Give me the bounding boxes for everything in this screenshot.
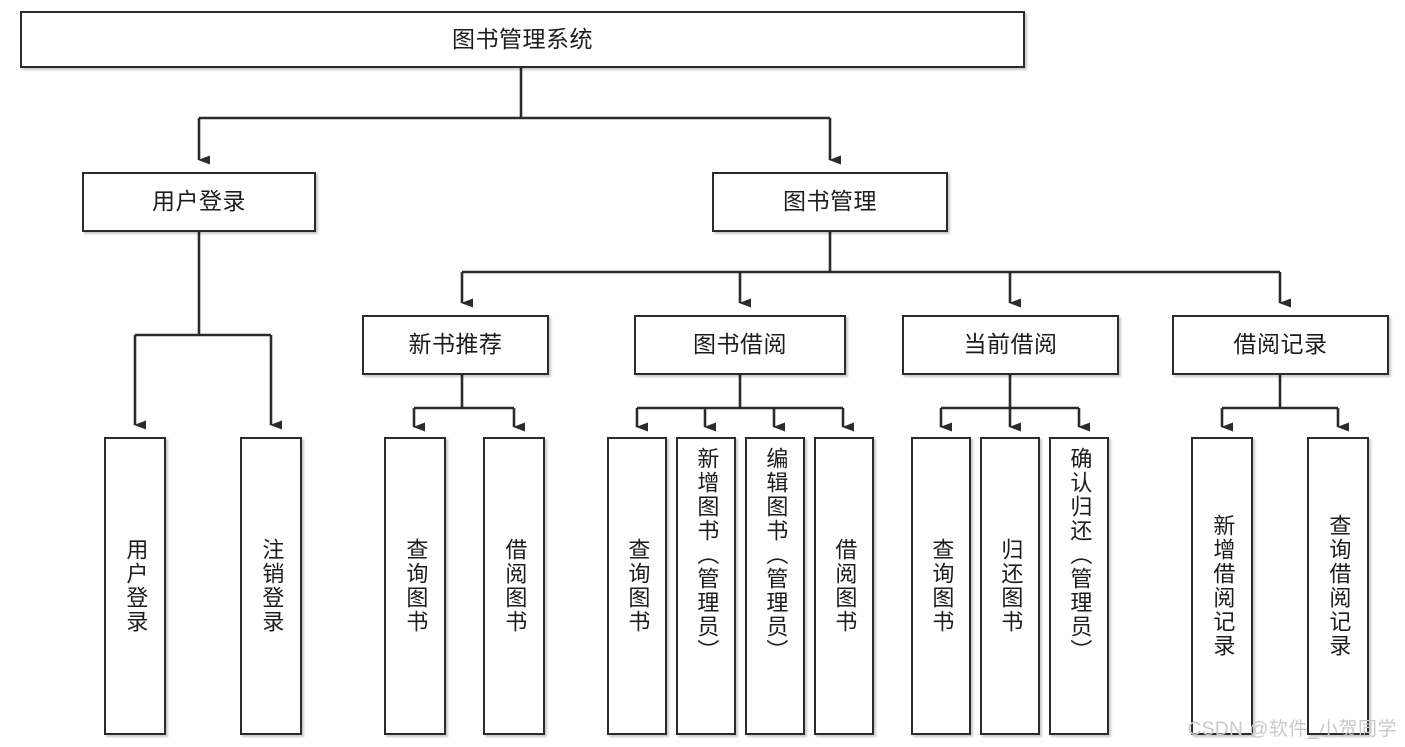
- node-label: 图书管理: [783, 188, 877, 215]
- leaf-query-borrow-record[interactable]: 查询借阅记录: [1307, 437, 1369, 735]
- node-root-system[interactable]: 图书管理系统: [20, 11, 1025, 68]
- leaf-query-book-borrow[interactable]: 查询图书: [607, 437, 667, 735]
- node-label: 当前借阅: [963, 331, 1058, 358]
- node-user-login[interactable]: 用户登录: [82, 172, 316, 232]
- leaf-borrow-book-new[interactable]: 借阅图书: [483, 437, 545, 735]
- node-label: 用户登录: [123, 538, 149, 634]
- node-current-borrow[interactable]: 当前借阅: [902, 315, 1119, 375]
- node-label: 借阅图书: [502, 538, 528, 634]
- node-book-management[interactable]: 图书管理: [712, 172, 948, 232]
- node-label: 归还图书: [998, 538, 1024, 634]
- node-label: 注销登录: [259, 538, 285, 634]
- node-label: 编辑图书（管理员）: [763, 447, 789, 663]
- node-label: 借阅图书: [832, 538, 858, 634]
- node-label: 借阅记录: [1233, 331, 1328, 358]
- node-label: 查询图书: [929, 538, 955, 634]
- leaf-logout[interactable]: 注销登录: [240, 437, 302, 735]
- watermark: CSDN @软件_小贺同学: [1187, 719, 1397, 740]
- node-label: 确认归还（管理员）: [1067, 447, 1093, 663]
- node-borrow-record[interactable]: 借阅记录: [1172, 315, 1389, 375]
- leaf-user-login[interactable]: 用户登录: [104, 437, 166, 735]
- node-new-book-recommend[interactable]: 新书推荐: [362, 315, 549, 375]
- node-label: 新增借阅记录: [1210, 514, 1236, 658]
- node-label: 查询图书: [403, 538, 429, 634]
- leaf-query-book-current[interactable]: 查询图书: [911, 437, 971, 735]
- node-label: 查询图书: [625, 538, 651, 634]
- node-label: 图书借阅: [693, 331, 787, 358]
- leaf-query-book-new[interactable]: 查询图书: [384, 437, 446, 735]
- node-label: 用户登录: [152, 188, 246, 215]
- node-book-borrow[interactable]: 图书借阅: [634, 315, 846, 375]
- node-label: 新增图书（管理员）: [694, 447, 720, 663]
- leaf-return-book[interactable]: 归还图书: [980, 437, 1040, 735]
- node-label: 图书管理系统: [452, 25, 593, 52]
- leaf-confirm-return-admin[interactable]: 确认归还（管理员）: [1049, 437, 1109, 735]
- leaf-add-book-admin[interactable]: 新增图书（管理员）: [676, 437, 736, 735]
- node-label: 新书推荐: [408, 331, 503, 358]
- node-label: 查询借阅记录: [1326, 514, 1352, 658]
- leaf-add-borrow-record[interactable]: 新增借阅记录: [1191, 437, 1253, 735]
- leaf-borrow-book[interactable]: 借阅图书: [814, 437, 874, 735]
- leaf-edit-book-admin[interactable]: 编辑图书（管理员）: [745, 437, 805, 735]
